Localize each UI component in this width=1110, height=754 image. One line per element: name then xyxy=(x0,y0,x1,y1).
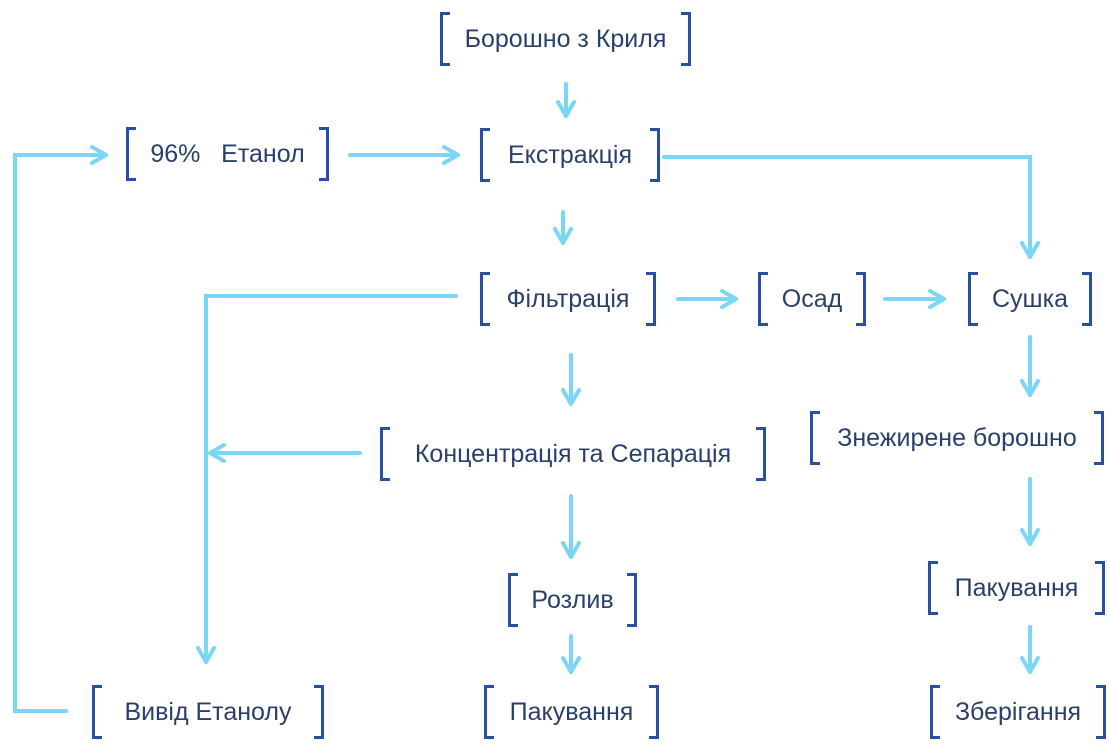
left-bracket xyxy=(480,128,490,182)
left-bracket xyxy=(810,411,820,465)
right-bracket xyxy=(646,272,656,326)
node-drying: Сушка xyxy=(968,272,1092,326)
right-bracket xyxy=(649,685,659,739)
left-bracket xyxy=(380,427,390,481)
node-storage: Зберігання xyxy=(930,685,1106,739)
left-bracket xyxy=(968,272,978,326)
right-bracket xyxy=(1096,685,1106,739)
node-defatted-flour: Знежирене борошно xyxy=(810,411,1104,465)
node-extraction: Екстракція xyxy=(480,128,660,182)
node-filtration: Фільтрація xyxy=(480,272,656,326)
node-filtration-label: Фільтрація xyxy=(506,284,630,313)
left-bracket xyxy=(758,272,768,326)
node-packaging-right-label: Пакування xyxy=(954,573,1079,602)
arrow-extraction-to-drying xyxy=(662,155,1040,259)
node-extraction-label: Екстракція xyxy=(508,140,632,169)
right-bracket xyxy=(681,12,691,66)
node-concentration-label: Концентрація та Сепарація xyxy=(414,439,732,468)
node-ethanol-96: 96% Етанол xyxy=(126,127,329,181)
right-bracket xyxy=(756,427,766,481)
node-ethanol-96-label: 96% Етанол xyxy=(150,139,305,168)
node-sediment: Осад xyxy=(758,272,866,326)
right-bracket xyxy=(627,573,637,627)
node-storage-label: Зберігання xyxy=(954,697,1082,726)
arrow-ethanol-recycle xyxy=(13,145,108,713)
node-packaging-center-label: Пакування xyxy=(509,697,634,726)
right-bracket xyxy=(650,128,660,182)
right-bracket xyxy=(856,272,866,326)
left-bracket xyxy=(126,127,136,181)
left-bracket xyxy=(440,12,450,66)
left-bracket xyxy=(508,573,518,627)
right-bracket xyxy=(1082,272,1092,326)
left-bracket xyxy=(930,685,940,739)
right-bracket xyxy=(1094,411,1104,465)
node-bottling-label: Розлив xyxy=(531,585,614,614)
node-defatted-flour-label: Знежирене борошно xyxy=(837,423,1077,452)
left-bracket xyxy=(92,685,102,739)
node-sediment-label: Осад xyxy=(781,284,843,313)
right-bracket xyxy=(314,685,324,739)
node-bottling: Розлив xyxy=(508,573,637,627)
arrow-filtration-to-ethanol-output xyxy=(196,294,458,664)
left-bracket xyxy=(484,685,494,739)
left-bracket xyxy=(480,272,490,326)
node-krill-flour: Борошно з Криля xyxy=(440,12,691,66)
node-packaging-right: Пакування xyxy=(928,561,1105,615)
node-drying-label: Сушка xyxy=(991,284,1068,313)
right-bracket xyxy=(1095,561,1105,615)
left-bracket xyxy=(928,561,938,615)
node-packaging-center: Пакування xyxy=(484,685,659,739)
node-krill-flour-label: Борошно з Криля xyxy=(464,24,667,53)
right-bracket xyxy=(319,127,329,181)
node-ethanol-output: Вивід Етанолу xyxy=(92,685,324,739)
node-concentration: Концентрація та Сепарація xyxy=(380,427,766,481)
node-ethanol-output-label: Вивід Етанолу xyxy=(124,697,292,726)
